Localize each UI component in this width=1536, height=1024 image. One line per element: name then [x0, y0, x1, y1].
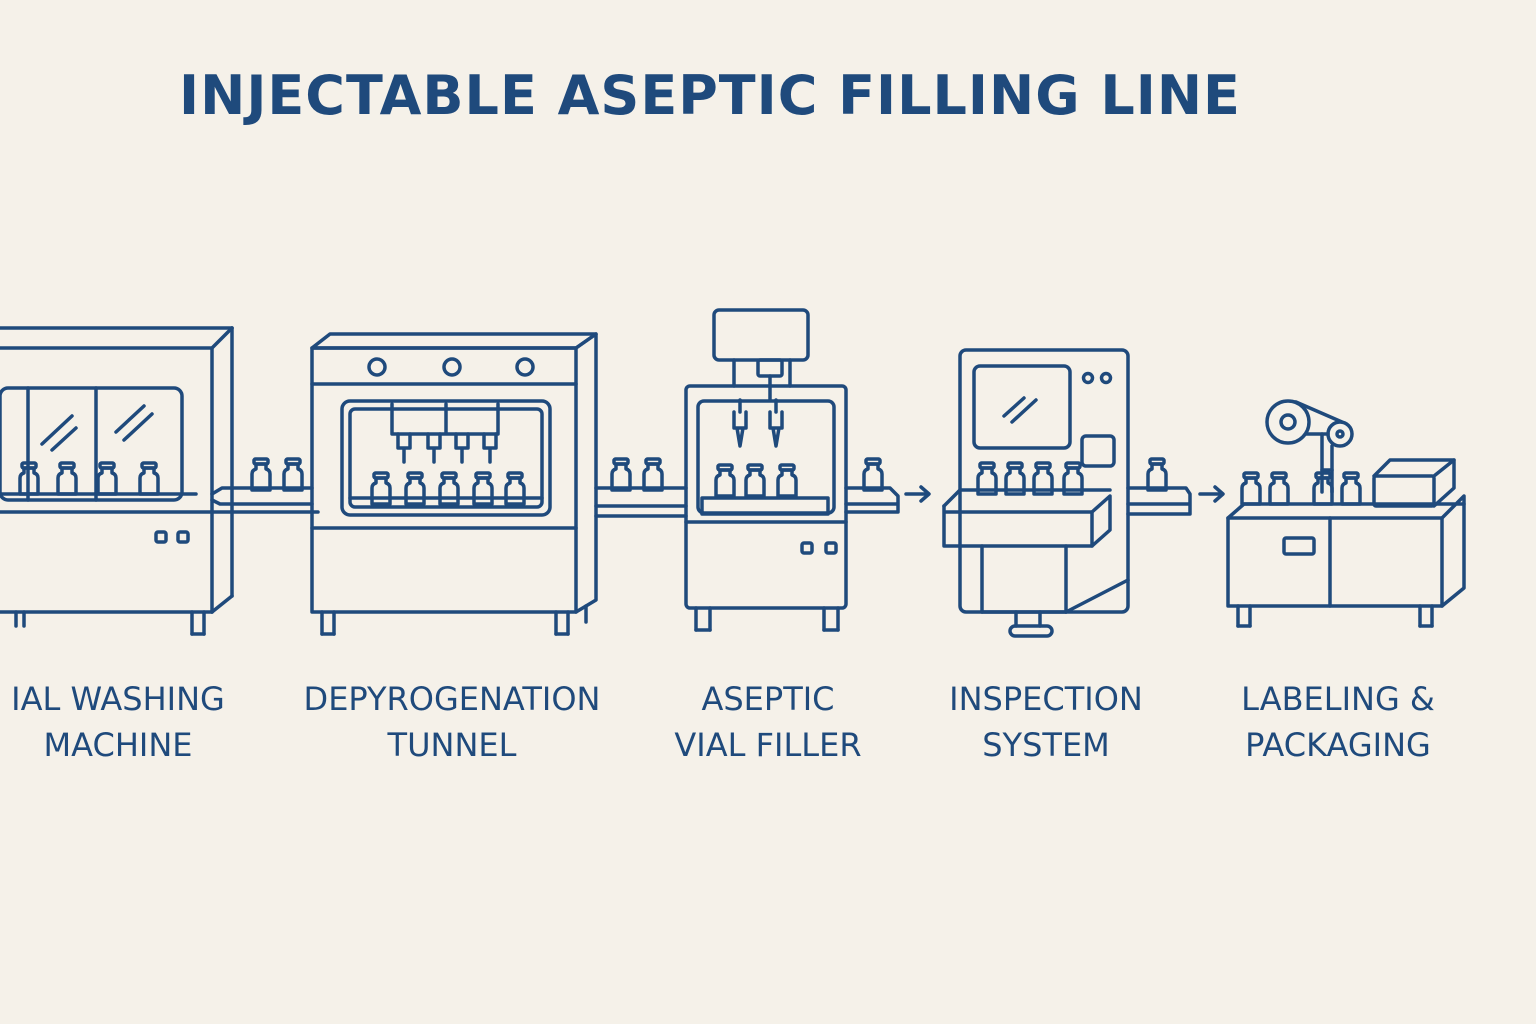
vial-icon	[714, 463, 736, 498]
station-label-line1: INSPECTION	[949, 680, 1143, 718]
nozzle-block	[390, 402, 500, 436]
vial-icon	[1146, 457, 1168, 492]
nozzle-icon	[454, 432, 470, 464]
vial-washing-machine-icon	[0, 326, 234, 636]
arrow-right-icon	[1198, 485, 1225, 503]
vial-icon	[1004, 461, 1026, 496]
vial-icon	[776, 463, 798, 498]
vial-icon	[370, 471, 392, 506]
vial-icon	[642, 457, 664, 492]
station-label-line1: LABELING &	[1241, 680, 1435, 718]
station-label-line1: IAL WASHING	[11, 680, 225, 718]
station-label-line2: MACHINE	[43, 726, 193, 764]
vial-icon	[1312, 471, 1334, 506]
needle-icon	[768, 410, 784, 448]
conveyor-icon	[594, 486, 688, 518]
vial-icon	[610, 457, 632, 492]
labeling-packaging-icon	[1226, 399, 1466, 628]
nozzle-icon	[426, 432, 442, 464]
conveyor-icon	[1126, 486, 1192, 516]
vial-icon	[1268, 471, 1290, 506]
nozzle-icon	[482, 432, 498, 464]
inspection-system-icon	[942, 348, 1130, 638]
station-label-line1: DEPYROGENATION	[303, 680, 601, 718]
vial-icon	[1340, 471, 1362, 506]
nozzles-group	[390, 402, 784, 464]
arrow-right-icon	[904, 485, 931, 503]
vial-icon	[250, 457, 272, 492]
aseptic-vial-filler-icon	[684, 308, 848, 632]
vial-icon	[472, 471, 494, 506]
station-label-line2: TUNNEL	[387, 726, 517, 764]
vial-icon	[18, 461, 40, 496]
vial-icon	[438, 471, 460, 506]
vial-icon	[1032, 461, 1054, 496]
vial-icon	[1062, 461, 1084, 496]
vial-icon	[56, 461, 78, 496]
station-label-line2: VIAL FILLER	[674, 726, 862, 764]
station-label-line2: SYSTEM	[982, 726, 1110, 764]
vial-icon	[138, 461, 160, 496]
conveyor-icon	[844, 486, 900, 514]
vial-icon	[282, 457, 304, 492]
vial-icon	[976, 461, 998, 496]
station-label-depyrogenation-tunnel: DEPYROGENATION TUNNEL	[272, 676, 632, 768]
vial-icon	[504, 471, 526, 506]
station-label-labeling-packaging: LABELING & PACKAGING	[1158, 676, 1518, 768]
station-label-aseptic-vial-filler: ASEPTIC VIAL FILLER	[588, 676, 948, 768]
vial-icon	[96, 461, 118, 496]
station-label-line2: PACKAGING	[1245, 726, 1431, 764]
conveyor-icon	[210, 486, 320, 514]
vials-group	[18, 457, 1362, 506]
page-title: INJECTABLE ASEPTIC FILLING LINE	[179, 64, 1241, 127]
vial-icon	[404, 471, 426, 506]
nozzle-icon	[396, 432, 412, 464]
needle-icon	[732, 410, 748, 448]
vial-icon	[1240, 471, 1262, 506]
vial-icon	[744, 463, 766, 498]
station-label-line1: ASEPTIC	[701, 680, 835, 718]
station-label-vial-washing-machine: IAL WASHING MACHINE	[0, 676, 298, 768]
vial-icon	[862, 457, 884, 492]
station-label-inspection-system: INSPECTION SYSTEM	[866, 676, 1226, 768]
